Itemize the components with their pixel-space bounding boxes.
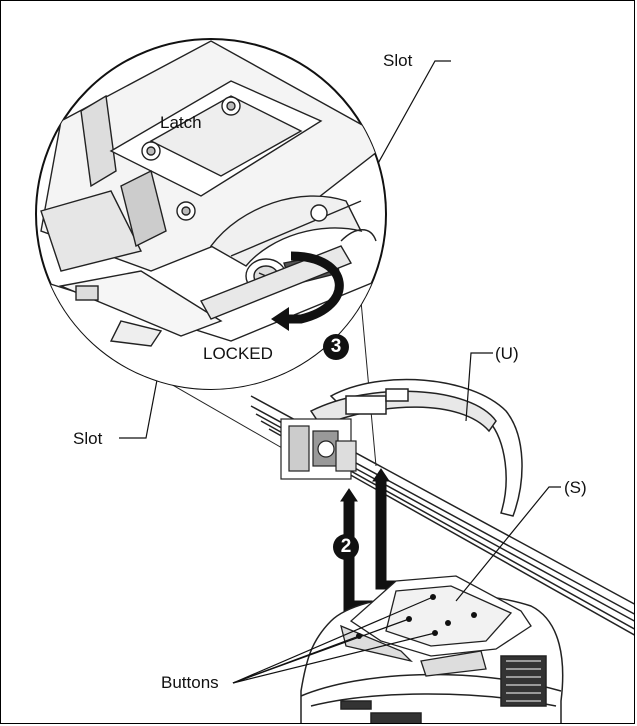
slot-top-label: Slot — [383, 51, 413, 70]
leader-lines — [119, 60, 561, 684]
step-2-badge: 2 — [333, 534, 359, 560]
locked-label: LOCKED — [203, 344, 273, 363]
plate-s — [340, 575, 532, 677]
step-3-badge: 3 — [323, 334, 349, 360]
slot-left-label: Slot — [73, 429, 103, 448]
plate-s-label: (S) — [564, 478, 587, 497]
bracket-u-label: (U) — [495, 344, 519, 363]
bracket-u — [309, 378, 523, 517]
latch-label: Latch — [160, 113, 202, 132]
latch-assembly — [280, 418, 357, 480]
zoom-detail — [35, 38, 387, 390]
rotation-arrow — [271, 251, 344, 331]
buttons-label: Buttons — [161, 673, 219, 692]
